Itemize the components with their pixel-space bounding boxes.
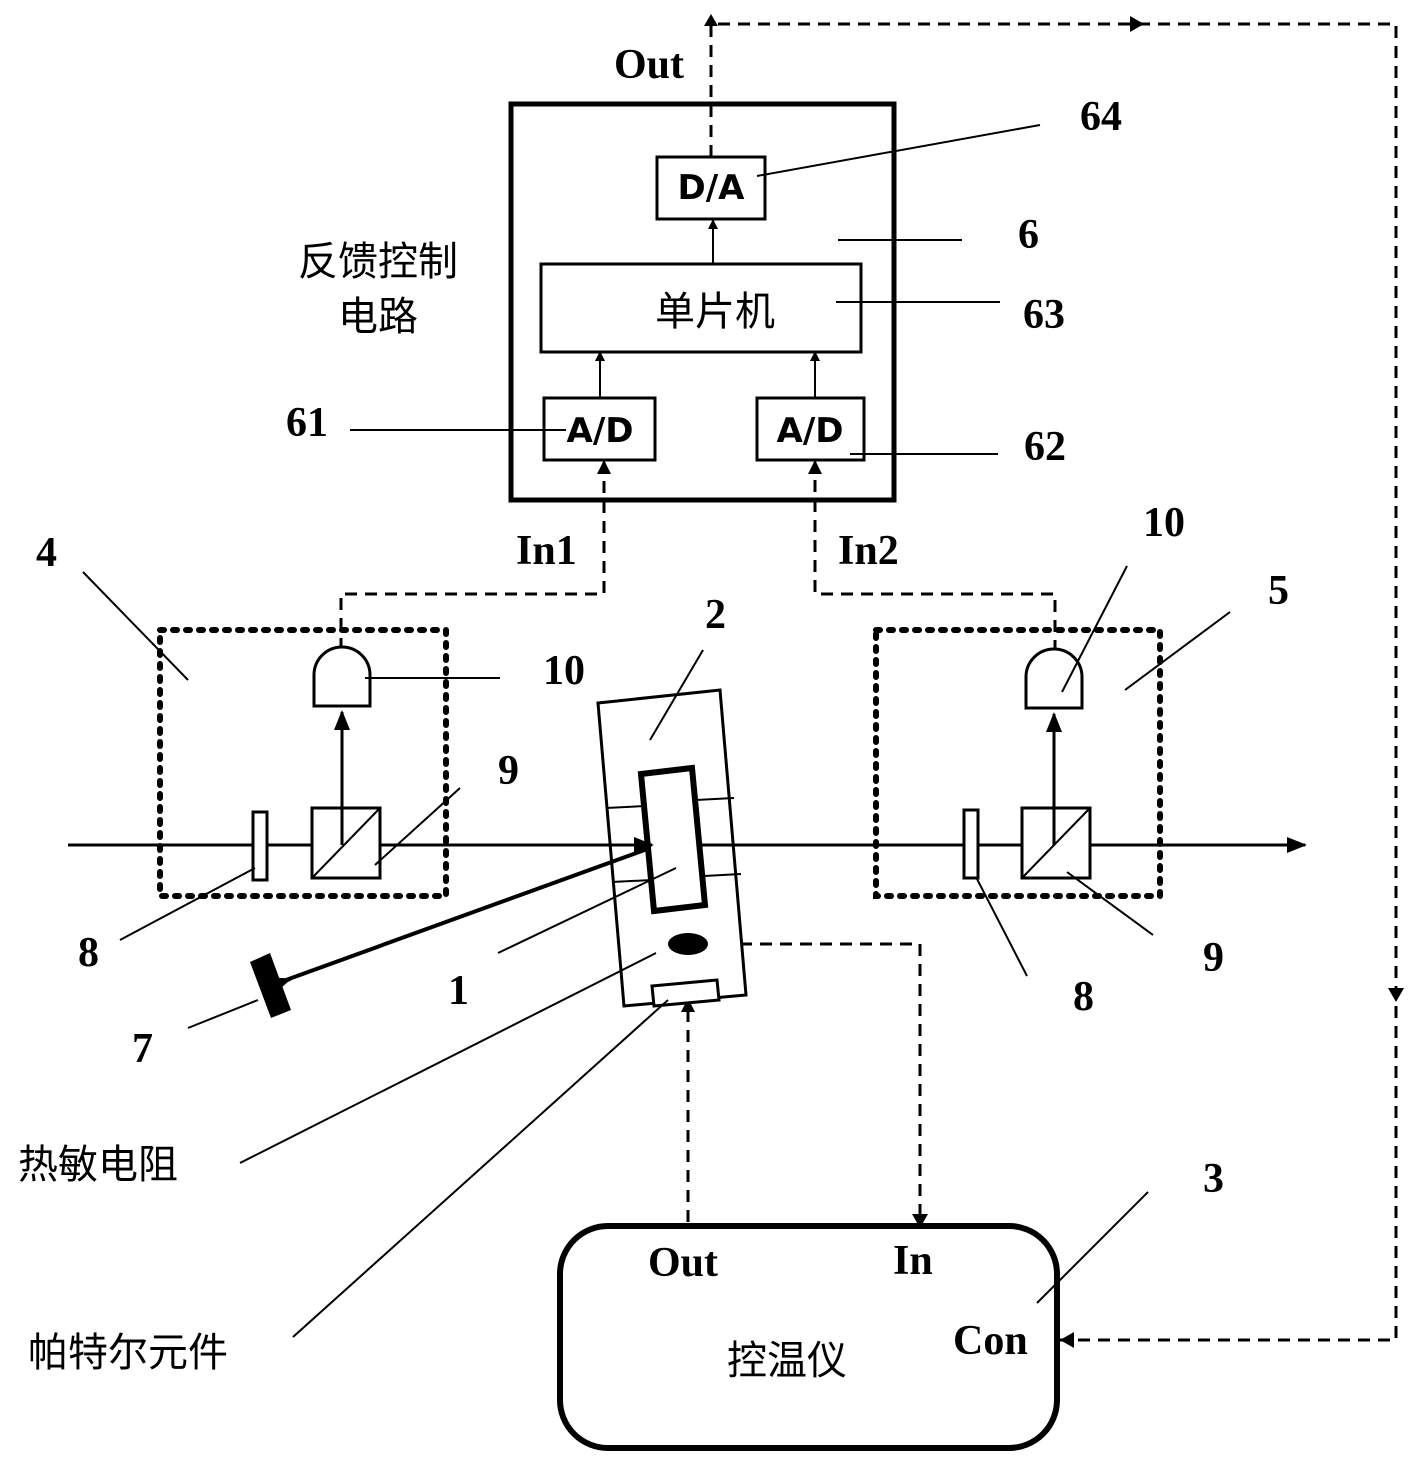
- left-photodetector-icon: [312, 645, 372, 708]
- left-waveplate: [251, 810, 269, 882]
- leader-64: [756, 124, 1041, 177]
- temperature-controller: Out In Con 控温仪: [557, 1223, 1060, 1451]
- leader-4: [82, 571, 189, 681]
- beam-dump-icon: [250, 953, 291, 1018]
- feedback-circuit-name-line2: 电路: [338, 294, 418, 340]
- arrowhead-peltier: [681, 998, 695, 1012]
- leader-9-left: [374, 787, 461, 866]
- mcu-box: [539, 262, 863, 354]
- temperature-controller-name: 控温仪: [727, 1338, 847, 1384]
- arrowhead-con: [1060, 1332, 1074, 1348]
- holder-slot-line: [611, 879, 653, 883]
- leader-lines: [82, 124, 1231, 1338]
- ref-2: 2: [705, 592, 726, 638]
- thermistor-label: 热敏电阻: [18, 1142, 178, 1188]
- arrowhead-top-up: [704, 14, 718, 26]
- ref-5: 5: [1268, 568, 1289, 614]
- ad-converter-2-label: A/D: [777, 411, 844, 451]
- ref-9-left: 9: [498, 748, 519, 794]
- ref-62: 62: [1024, 424, 1066, 470]
- right-splitter-diagonal: [1021, 807, 1091, 879]
- crystal-holder: [596, 688, 748, 1008]
- ad-converter-2-box: [755, 396, 866, 462]
- leader-9-right: [1066, 871, 1154, 936]
- arrowhead-top-right: [1130, 16, 1144, 32]
- thermistor-icon: [668, 933, 708, 955]
- right-photodetector-icon: [1024, 647, 1084, 710]
- ref-4: 4: [36, 530, 57, 576]
- leader-8-left: [119, 867, 256, 941]
- feedback-circuit-name-line1: 反馈控制: [298, 239, 458, 285]
- leader-3: [1036, 1191, 1149, 1304]
- ref-8-right: 8: [1073, 974, 1094, 1020]
- ad-converter-1-label: A/D: [567, 411, 634, 451]
- da-converter-label: D/A: [678, 168, 746, 208]
- left-unit-frame: [157, 627, 449, 899]
- controller-out-label: Out: [648, 1240, 718, 1286]
- leader-5: [1124, 611, 1231, 691]
- ref-10-left: 10: [543, 648, 585, 694]
- in2-signal-line: [813, 462, 1057, 652]
- in1-label: In1: [516, 528, 577, 574]
- ref-8-left: 8: [78, 930, 99, 976]
- in1-signal-line: [339, 462, 606, 650]
- holder-slot-line: [605, 805, 646, 809]
- reference-numbers: 64 6 63 61 62 4 10 10 5 2 9 9 8 8 1 7 3: [36, 94, 1289, 1202]
- feedback-control-circuit: D/A 单片机 A/D A/D 反馈控制 电路 Out In1 In2: [298, 42, 899, 574]
- left-detection-unit: [157, 627, 449, 899]
- ref-3: 3: [1203, 1156, 1224, 1202]
- leader-10-right: [1061, 565, 1128, 693]
- ref-7: 7: [132, 1026, 153, 1072]
- arrowhead-in: [912, 1214, 928, 1228]
- ref-9-right: 9: [1203, 935, 1224, 981]
- ref-10-right: 10: [1143, 500, 1185, 546]
- controller-in-label: In: [893, 1238, 933, 1284]
- right-unit-frame: [873, 627, 1163, 899]
- leader-peltier: [292, 999, 669, 1338]
- reflected-beam-line: [274, 846, 651, 986]
- temperature-controller-box: [557, 1223, 1060, 1451]
- controller-con-label: Con: [953, 1318, 1028, 1364]
- leader-8-right: [975, 876, 1028, 977]
- leader-thermistor: [239, 952, 657, 1164]
- arrowhead-in2: [808, 460, 822, 474]
- ref-63: 63: [1023, 292, 1065, 338]
- signal-arrowheads: [597, 14, 1404, 1348]
- peltier-label: 帕特尔元件: [28, 1330, 228, 1376]
- ref-6: 6: [1018, 212, 1039, 258]
- leader-2: [649, 649, 704, 741]
- arrowhead-right-down: [1388, 988, 1404, 1002]
- leader-1: [497, 867, 677, 954]
- right-waveplate: [962, 808, 980, 880]
- arrowhead-in1: [597, 460, 611, 474]
- ref-61: 61: [286, 400, 328, 446]
- mcu-label: 单片机: [655, 289, 775, 335]
- ref-1: 1: [448, 968, 469, 1014]
- right-detection-unit: [873, 627, 1163, 899]
- peltier-element-icon: [650, 978, 721, 1008]
- left-splitter-diagonal: [311, 807, 381, 879]
- signal-lines: [339, 22, 1398, 1342]
- da-out-to-con-line: [709, 22, 1398, 1342]
- leader-7: [187, 999, 259, 1029]
- holder-slot-line: [703, 873, 742, 877]
- feedback-out-label: Out: [614, 42, 684, 88]
- in2-label: In2: [838, 528, 899, 574]
- holder-slot-line: [695, 797, 735, 801]
- thermistor-to-in-line: [740, 942, 922, 1224]
- nonlinear-crystal: [637, 764, 709, 915]
- ref-64: 64: [1080, 94, 1122, 140]
